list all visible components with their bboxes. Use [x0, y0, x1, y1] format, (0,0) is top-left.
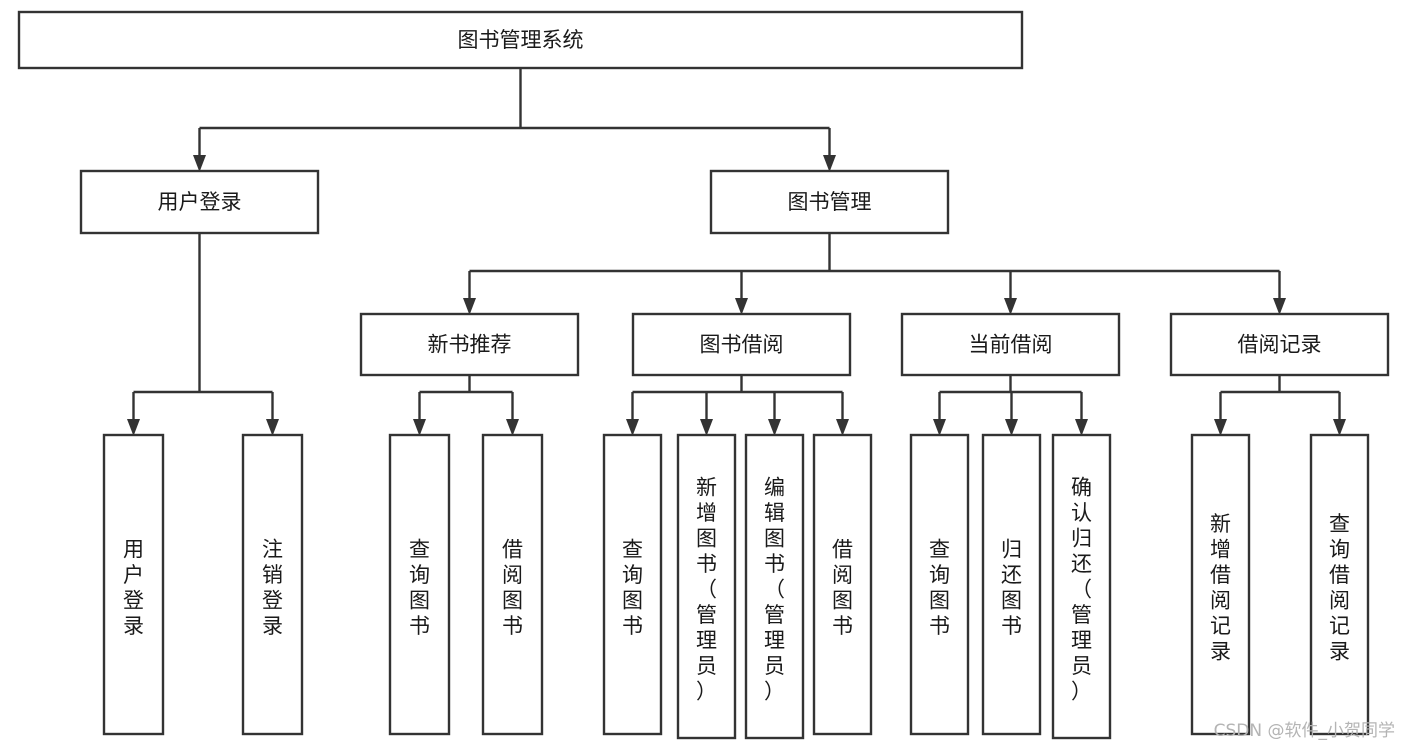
arrow-head-icon — [768, 419, 781, 436]
node-box — [241, 433, 304, 736]
node-label: 新书推荐 — [428, 333, 512, 357]
node-label: 查询图书 — [622, 537, 643, 638]
node-leaf-edit-book[interactable]: 编辑图书（管理员） — [744, 433, 805, 740]
arrow-head-icon — [836, 419, 849, 436]
node-leaf-add-book[interactable]: 新增图书（管理员） — [676, 433, 737, 740]
node-box — [359, 312, 580, 377]
node-box — [1051, 433, 1112, 740]
arrow-head-icon — [823, 155, 836, 172]
node-box — [79, 169, 320, 235]
node-label: 注销登录 — [262, 537, 283, 638]
node-label: 用户登录 — [158, 190, 242, 214]
arrow-head-icon — [463, 298, 476, 315]
arrow-head-icon — [735, 298, 748, 315]
arrow-head-icon — [1273, 298, 1286, 315]
node-leaf-query-book-1[interactable]: 查询图书 — [388, 433, 451, 736]
node-label: 用户登录 — [123, 537, 144, 638]
node-box — [676, 433, 737, 740]
node-leaf-query-book-2[interactable]: 查询图书 — [602, 433, 663, 736]
node-label: 查询图书 — [409, 537, 430, 638]
node-leaf-confirm-return[interactable]: 确认归还（管理员） — [1051, 433, 1112, 740]
node-box — [709, 169, 950, 235]
arrow-head-icon — [127, 419, 140, 436]
node-borrow[interactable]: 图书借阅 — [631, 312, 852, 377]
node-root[interactable]: 图书管理系统 — [17, 10, 1024, 70]
node-label: 借阅图书 — [832, 537, 853, 638]
node-box — [1309, 433, 1370, 736]
node-records[interactable]: 借阅记录 — [1169, 312, 1390, 377]
arrow-head-icon — [1005, 419, 1018, 436]
node-label: 图书管理系统 — [458, 28, 584, 52]
node-current[interactable]: 当前借阅 — [900, 312, 1121, 377]
node-box — [909, 433, 970, 736]
node-label: 借阅图书 — [502, 537, 523, 638]
node-leaf-borrow-book-1[interactable]: 借阅图书 — [481, 433, 544, 736]
node-label: 确认归还（管理员） — [1071, 476, 1092, 704]
arrow-head-icon — [413, 419, 426, 436]
node-box — [631, 312, 852, 377]
node-leaf-query-record[interactable]: 查询借阅记录 — [1309, 433, 1370, 736]
node-box — [17, 10, 1024, 70]
node-leaf-query-book-3[interactable]: 查询图书 — [909, 433, 970, 736]
node-login[interactable]: 用户登录 — [79, 169, 320, 235]
arrow-head-icon — [933, 419, 946, 436]
arrow-head-icon — [266, 419, 279, 436]
node-box — [481, 433, 544, 736]
node-leaf-borrow-book-2[interactable]: 借阅图书 — [812, 433, 873, 736]
node-leaf-add-record[interactable]: 新增借阅记录 — [1190, 433, 1251, 736]
node-leaf-user-login[interactable]: 用户登录 — [102, 433, 165, 736]
node-bookmgmt[interactable]: 图书管理 — [709, 169, 950, 235]
node-label: 新增借阅记录 — [1210, 512, 1231, 664]
node-label: 图书借阅 — [700, 333, 784, 357]
node-newbook[interactable]: 新书推荐 — [359, 312, 580, 377]
node-label: 当前借阅 — [969, 333, 1053, 357]
node-label: 借阅记录 — [1238, 333, 1322, 357]
node-box — [1169, 312, 1390, 377]
node-boxes: 图书管理系统用户登录图书管理新书推荐图书借阅当前借阅借阅记录用户登录注销登录查询… — [17, 10, 1390, 740]
node-box — [602, 433, 663, 736]
node-box — [900, 312, 1121, 377]
node-box — [812, 433, 873, 736]
node-box — [388, 433, 451, 736]
arrow-head-icon — [506, 419, 519, 436]
node-box — [981, 433, 1042, 736]
node-box — [1190, 433, 1251, 736]
node-box — [744, 433, 805, 740]
node-label: 新增图书（管理员） — [696, 476, 717, 704]
connector-lines — [127, 68, 1346, 436]
arrow-head-icon — [1004, 298, 1017, 315]
arrow-head-icon — [1075, 419, 1088, 436]
node-box — [102, 433, 165, 736]
node-label: 图书管理 — [788, 190, 872, 214]
node-label: 查询图书 — [929, 537, 950, 638]
node-leaf-return-book[interactable]: 归还图书 — [981, 433, 1042, 736]
node-label: 编辑图书（管理员） — [764, 476, 785, 704]
node-label: 归还图书 — [1001, 537, 1022, 638]
node-label: 查询借阅记录 — [1329, 512, 1350, 664]
arrow-head-icon — [1333, 419, 1346, 436]
arrow-head-icon — [1214, 419, 1227, 436]
arrow-head-icon — [193, 155, 206, 172]
arrow-head-icon — [626, 419, 639, 436]
arrow-head-icon — [700, 419, 713, 436]
node-leaf-user-logout[interactable]: 注销登录 — [241, 433, 304, 736]
